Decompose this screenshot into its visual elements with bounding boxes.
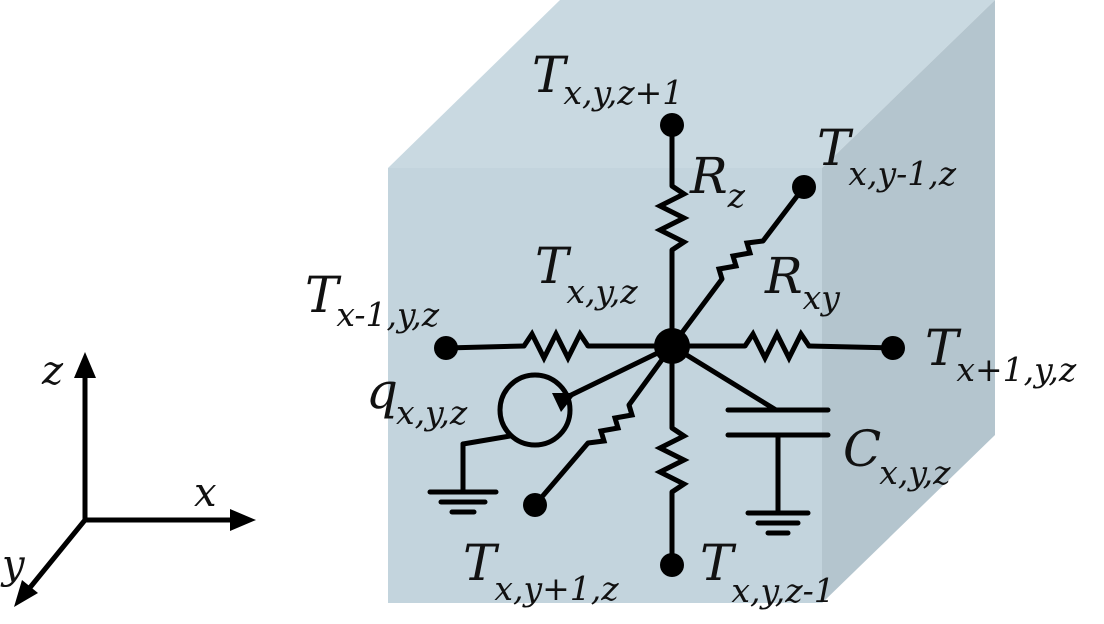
resistor-x-right <box>742 328 812 364</box>
label-q: qx,y,z <box>366 362 468 432</box>
label-t-left: Tx-1,y,z <box>305 266 440 334</box>
label-t-right: Tx+1,y,z <box>925 319 1077 389</box>
label-t-front: Tx,y+1,z <box>463 534 619 608</box>
resistor-z-top <box>654 183 690 253</box>
z-axis-arrowhead <box>74 352 96 378</box>
node-left <box>434 336 458 360</box>
x-axis-label: x <box>194 470 217 516</box>
node-bottom <box>660 553 684 577</box>
capacitor-ground-icon <box>745 510 811 536</box>
z-axis-label: z <box>41 348 64 394</box>
resistor-z-bottom <box>654 425 690 495</box>
resistor-xy-front <box>587 404 636 446</box>
source-ground-icon <box>427 489 499 515</box>
coordinate-axes: z x y <box>0 348 256 607</box>
node-right <box>881 336 905 360</box>
rc-circuit <box>427 113 905 577</box>
heat-source-circle <box>497 372 573 448</box>
resistor-x-left <box>521 328 591 364</box>
node-front <box>523 493 547 517</box>
node-top <box>660 113 684 137</box>
label-t-bottom: Tx,y,z-1 <box>700 534 835 610</box>
cube-front-face <box>388 168 822 603</box>
labels: Tx,y,z+1 Tx,y-1,z Rz Tx,y,z Rxy Tx-1,y,z… <box>305 46 1077 610</box>
resistor-xy-back <box>715 238 764 280</box>
label-r-z: Rz <box>689 147 746 215</box>
cube <box>388 0 995 603</box>
y-axis-arrowhead <box>14 580 38 607</box>
label-t-back: Tx,y-1,z <box>817 119 957 193</box>
label-r-xy: Rxy <box>764 247 840 317</box>
heat-source-arrowhead <box>552 393 576 412</box>
node-back <box>792 175 816 199</box>
label-t-center: Tx,y,z <box>535 237 638 311</box>
cube-side-face <box>822 0 995 603</box>
y-axis-label: y <box>0 542 26 588</box>
x-axis-arrowhead <box>230 509 256 531</box>
cube-top-face <box>388 0 995 168</box>
node-center <box>654 328 690 364</box>
label-c: Cx,y,z <box>843 420 951 492</box>
label-t-top: Tx,y,z+1 <box>532 46 683 112</box>
